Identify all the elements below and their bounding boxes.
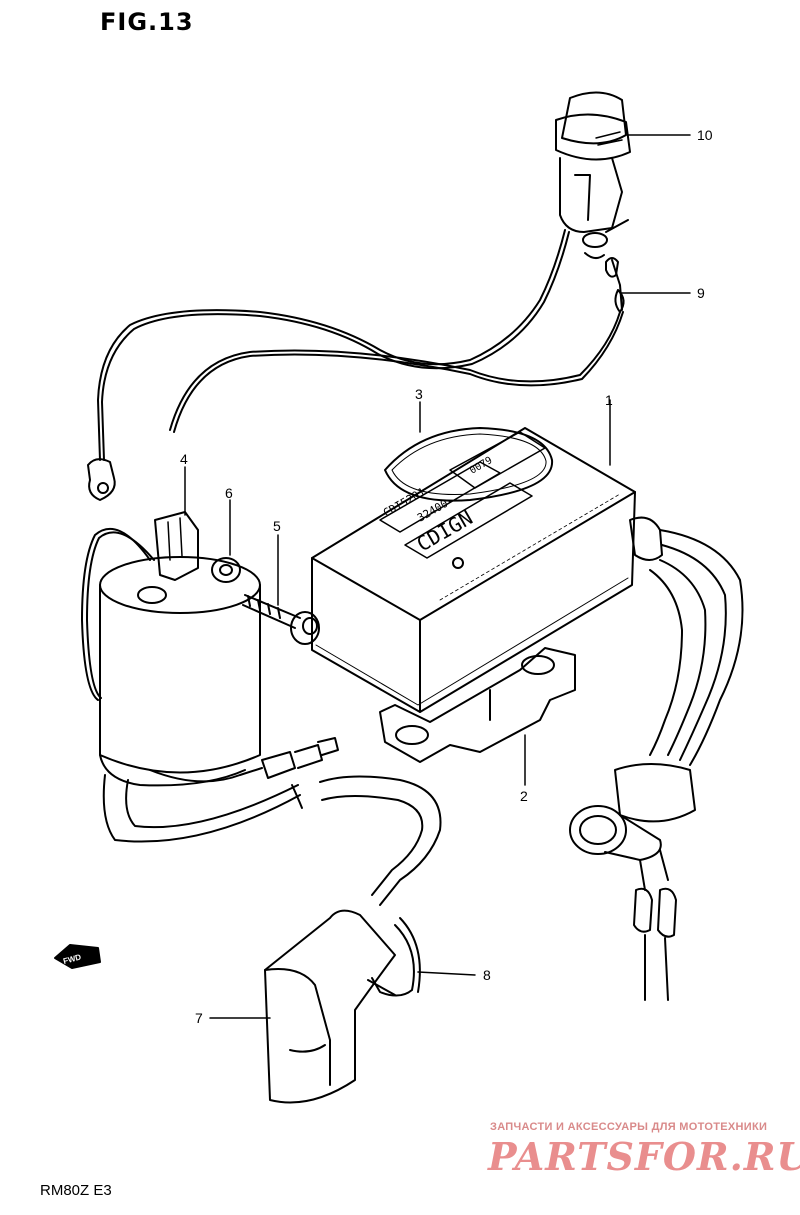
switch-lead-part-9 [169, 257, 625, 433]
harness-connector [569, 763, 696, 1001]
callout-7: 7 [195, 1010, 203, 1026]
callout-10: 10 [697, 127, 713, 143]
callout-9: 9 [697, 285, 705, 301]
watermark-caption: ЗАПЧАСТИ И АКСЕССУАРЫ ДЛЯ МОТОТЕХНИКИ [490, 1121, 768, 1133]
callout-8: 8 [483, 967, 491, 983]
callout-1: 1 [605, 392, 613, 408]
watermark-logo: PARTSFOR.RU [488, 1134, 800, 1179]
callout-3: 3 [415, 386, 423, 402]
callout-4: 4 [180, 451, 188, 467]
cdi-unit-part-1 [311, 427, 636, 713]
callout-5: 5 [273, 518, 281, 534]
rubber-band-part-3 [384, 427, 554, 502]
cdi-harness-leads [629, 516, 744, 766]
model-code: RM80Z E3 [40, 1182, 112, 1199]
callout-2: 2 [520, 788, 528, 804]
washer-part-6 [211, 557, 241, 583]
kill-switch-part-10 [555, 91, 631, 259]
forward-direction-arrow [54, 944, 101, 969]
leader-lines [184, 134, 691, 1019]
coil-primary-lead [149, 737, 339, 783]
ignition-coil-part-4 [81, 511, 261, 787]
spark-plug-cap-part-7 [102, 774, 442, 1104]
switch-to-ground-lead [87, 229, 570, 501]
clip-part-8 [367, 917, 421, 997]
mounting-bracket-part-2 [379, 647, 576, 763]
bolt-part-5 [242, 594, 320, 645]
callout-6: 6 [225, 485, 233, 501]
figure-title: FIG.13 [100, 8, 194, 36]
